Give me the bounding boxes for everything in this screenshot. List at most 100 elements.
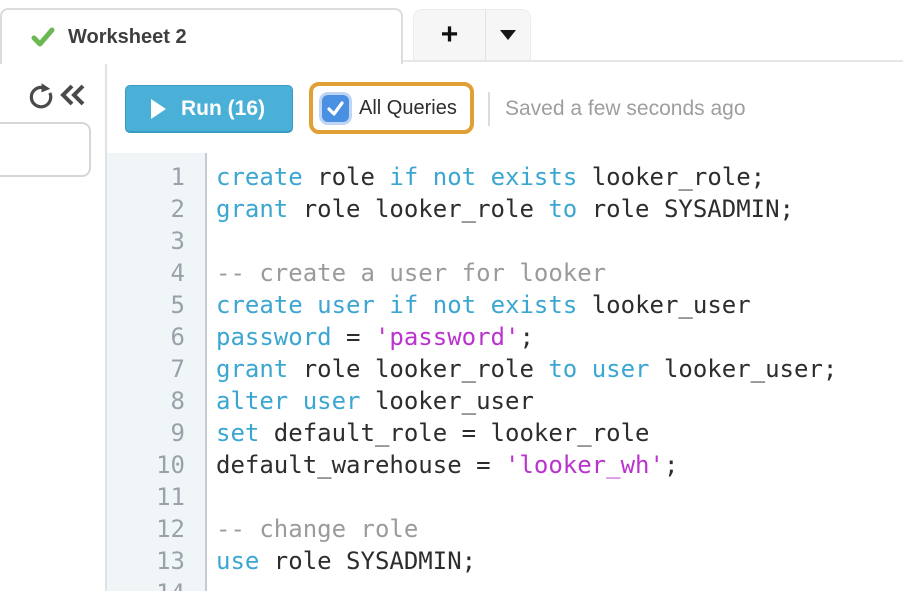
sql-editor: 1234567891011121314 create role if not e… [107,153,903,591]
code-token: role SYSADMIN; [259,547,477,575]
code-token [418,163,432,191]
gutter: 1234567891011121314 [107,153,207,591]
line-number: 10 [156,451,185,479]
code-token [476,291,490,319]
line-number: 2 [170,195,185,223]
tab-bar-border [403,60,903,62]
code-line[interactable] [216,225,903,257]
code-token: exists [490,163,578,191]
code-token: 'looker_wh' [504,451,664,479]
code-token: password [216,323,332,351]
saved-status: Saved a few seconds ago [505,97,746,120]
line-number: 1 [170,163,185,191]
code-token: -- create a user for looker [216,259,607,287]
code-token: alter [216,387,289,415]
all-queries-toggle[interactable]: All Queries [309,82,474,134]
all-queries-label: All Queries [359,96,457,119]
refresh-icon [29,83,53,109]
line-number: 14 [107,577,185,591]
checkmark-icon [327,100,344,116]
line-number: 12 [156,515,185,543]
code-token: ; [519,323,534,351]
code-token: to [548,355,578,383]
run-button[interactable]: Run (16) [125,85,293,133]
line-number: 3 [170,227,185,255]
toolbar-divider [488,92,490,126]
new-worksheet-button[interactable]: + [414,10,486,60]
code-token: ; [663,451,679,479]
check-icon [31,27,55,47]
tab-bar: Worksheet 2 + [0,0,903,64]
code-line[interactable] [216,481,903,513]
code-line[interactable]: default_warehouse = 'looker_wh'; [216,449,903,481]
refresh-button[interactable] [27,82,55,115]
double-chevron-left-icon [60,84,85,106]
code-line[interactable]: alter user looker_user [216,385,903,417]
code-line[interactable]: password = 'password'; [216,321,903,353]
code-token: looker_role; [577,163,766,191]
code-token [303,291,317,319]
tab-title: Worksheet 2 [68,25,187,48]
code-line[interactable]: grant role looker_role to role SYSADMIN; [216,193,903,225]
tab-worksheet-2[interactable]: Worksheet 2 [0,8,403,64]
code-token: role looker_role [288,195,549,223]
code-line[interactable] [216,577,903,591]
collapse-panel-button[interactable] [59,83,87,112]
line-number: 4 [170,259,185,287]
code-token: set [216,419,260,447]
code-lines[interactable]: create role if not exists looker_role;gr… [207,153,903,591]
code-token: if [389,291,419,319]
code-token: 'password' [374,323,520,351]
code-token: role looker_role [288,355,549,383]
code-token: user [317,291,375,319]
new-tab-group: + [413,9,531,60]
code-line[interactable]: create user if not exists looker_user [216,289,903,321]
code-token: use [216,547,260,575]
code-line[interactable]: set default_role = looker_role [216,417,903,449]
sidebar-search-box[interactable] [0,122,91,177]
code-token: default_role = looker_role [259,419,650,447]
code-token [288,387,302,415]
code-token: grant [216,355,289,383]
code-line[interactable]: use role SYSADMIN; [216,545,903,577]
all-queries-checkbox[interactable] [322,94,349,122]
code-token: looker_user; [649,355,838,383]
code-token: looker_user [360,387,534,415]
code-token [577,355,591,383]
code-token: to [548,195,578,223]
code-line[interactable]: -- change role [216,513,903,545]
code-token: = [331,323,375,351]
code-token: if [389,163,419,191]
code-token: create [216,291,303,319]
line-number: 6 [170,323,185,351]
code-token: looker_user [577,291,751,319]
caret-down-icon [500,30,516,40]
code-token: not [432,291,477,319]
line-number: 7 [170,355,185,383]
line-number: 8 [170,387,185,415]
line-number: 13 [156,547,185,575]
line-number: 9 [170,419,185,447]
code-token [375,291,389,319]
code-line[interactable]: create role if not exists looker_role; [216,161,903,193]
code-token: -- change role [216,515,419,543]
code-token [418,291,432,319]
code-token: role SYSADMIN; [577,195,794,223]
run-button-label: Run (16) [181,96,265,120]
code-token: not [432,163,477,191]
code-line[interactable]: -- create a user for looker [216,257,903,289]
code-token [476,163,490,191]
code-token: grant [216,195,289,223]
plus-icon: + [440,18,459,51]
line-number: 5 [170,291,185,319]
code-token: default_warehouse = [216,451,505,479]
play-icon [151,98,166,119]
code-token: role [302,163,390,191]
worksheet-menu-button[interactable] [486,10,530,60]
code-token: exists [490,291,578,319]
code-line[interactable]: grant role looker_role to user looker_us… [216,353,903,385]
code-token: user [591,355,650,383]
code-token: create [216,163,303,191]
code-token: user [302,387,361,415]
line-number: 11 [156,483,185,511]
